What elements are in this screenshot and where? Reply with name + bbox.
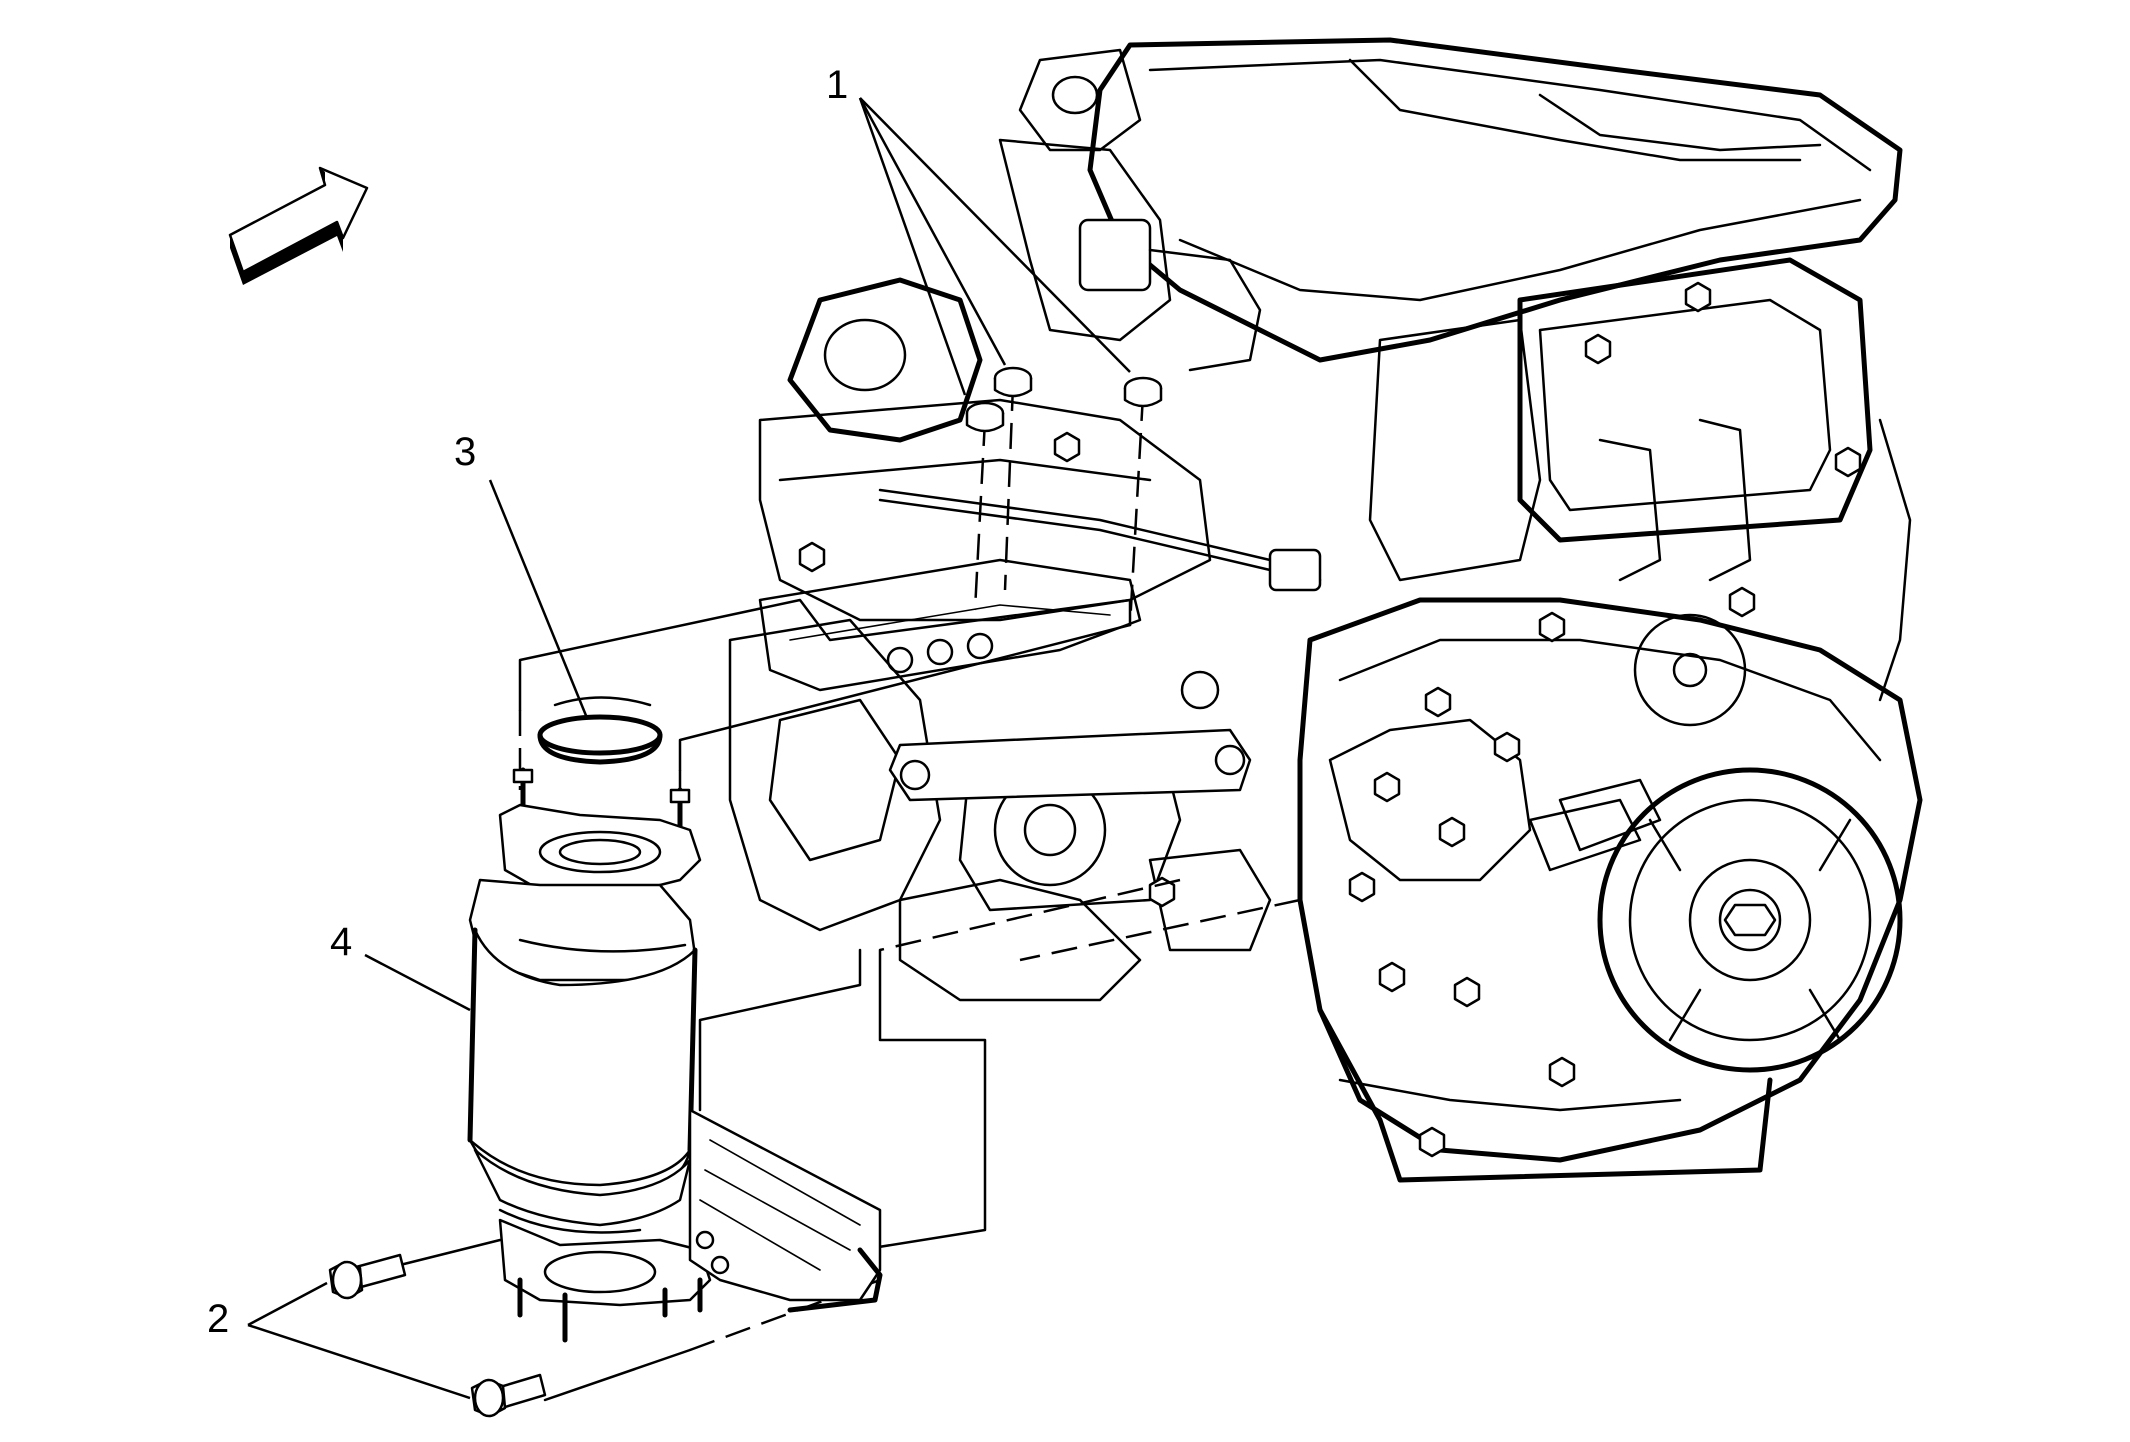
exhaust-manifold-flange	[758, 558, 1142, 692]
catalytic-converter	[467, 767, 883, 1343]
engine-assembly	[728, 37, 1923, 1183]
callout-3-label: 3	[454, 430, 476, 474]
exhaust-manifold-nuts	[965, 366, 1163, 433]
engine-bolts	[798, 281, 1862, 1158]
exhaust-gasket	[537, 696, 663, 765]
front-direction-arrow-icon	[228, 166, 369, 285]
callout-leaders	[247, 97, 1131, 1400]
bolt-2b	[470, 1373, 547, 1418]
callout-1-label: 1	[826, 63, 848, 107]
bolt-2a	[328, 1253, 407, 1300]
nut-1a	[993, 366, 1033, 398]
callout-4-label: 4	[330, 920, 352, 964]
callout-2-label: 2	[207, 1297, 229, 1341]
nut-1b	[965, 401, 1005, 433]
bracket-bolts	[328, 1253, 547, 1418]
nut-1c	[1123, 376, 1163, 408]
